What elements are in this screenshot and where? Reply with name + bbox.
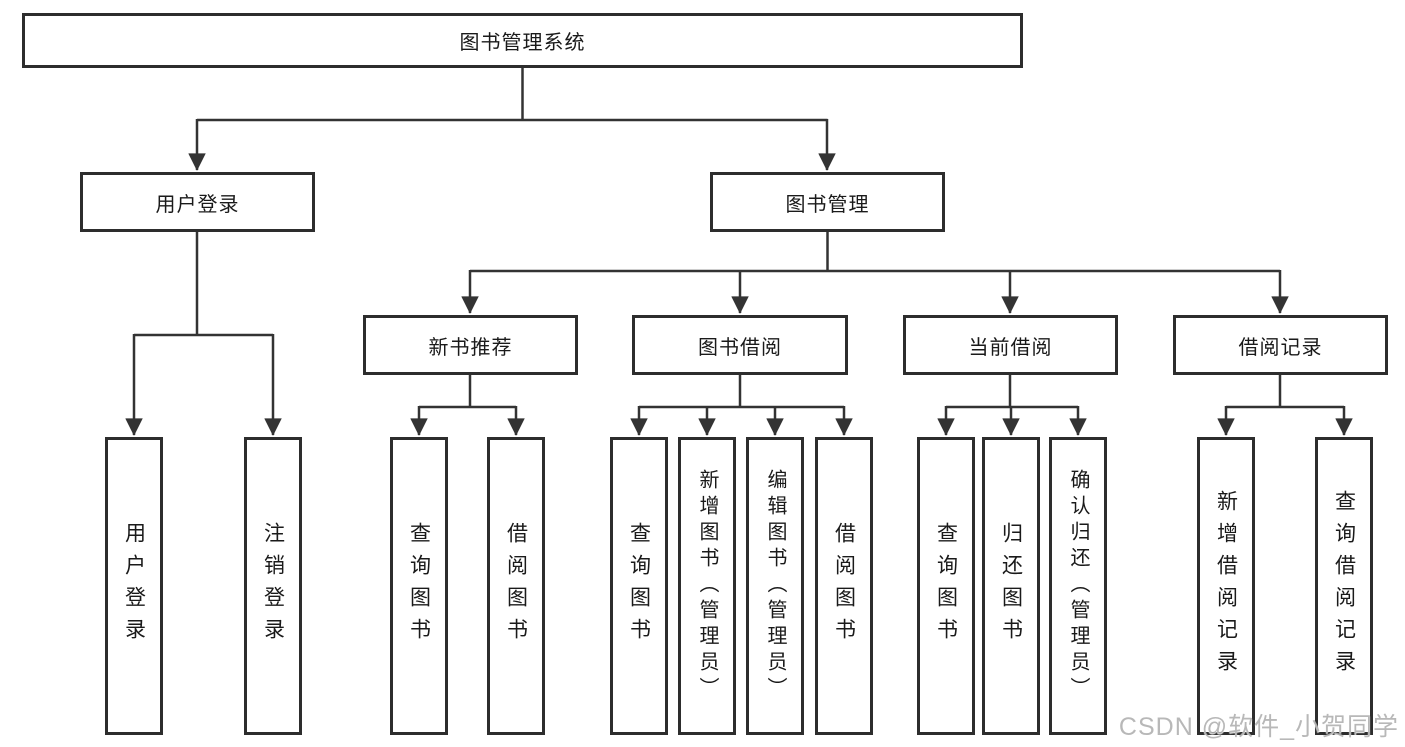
- leaf-borrow-books-recommend: 借阅图书: [487, 437, 545, 735]
- connector-mgmt-bus: [470, 232, 1280, 273]
- connector-newrec-bus: [419, 375, 516, 409]
- connector-borrow-bus: [639, 375, 844, 409]
- connector-root-bus: [197, 68, 828, 122]
- connector-record-bus: [1226, 375, 1344, 409]
- leaf-edit-books-admin: 编辑图书（管理员）: [746, 437, 804, 735]
- node-new-book-recommend: 新书推荐: [363, 315, 578, 375]
- csdn-watermark: CSDN @软件_小贺同学: [1118, 713, 1399, 741]
- node-user-login: 用户登录: [80, 172, 315, 232]
- node-root-system: 图书管理系统: [22, 13, 1023, 68]
- connector-current-bus: [946, 375, 1078, 409]
- leaf-borrow-books: 借阅图书: [815, 437, 873, 735]
- node-borrow-records: 借阅记录: [1173, 315, 1388, 375]
- leaf-query-books-recommend: 查询图书: [390, 437, 448, 735]
- node-current-borrow: 当前借阅: [903, 315, 1118, 375]
- leaf-query-books-borrow: 查询图书: [610, 437, 668, 735]
- node-book-borrow: 图书借阅: [632, 315, 848, 375]
- leaf-confirm-return-admin: 确认归还（管理员）: [1049, 437, 1107, 735]
- node-book-management: 图书管理: [710, 172, 945, 232]
- leaf-query-borrow-record: 查询借阅记录: [1315, 437, 1373, 735]
- leaf-query-books-current: 查询图书: [917, 437, 975, 735]
- leaf-logout: 注销登录: [244, 437, 302, 735]
- connector-user-bus: [134, 232, 273, 337]
- leaf-add-borrow-record: 新增借阅记录: [1197, 437, 1255, 735]
- leaf-add-books-admin: 新增图书（管理员）: [678, 437, 736, 735]
- leaf-user-login: 用户登录: [105, 437, 163, 735]
- leaf-return-books: 归还图书: [982, 437, 1040, 735]
